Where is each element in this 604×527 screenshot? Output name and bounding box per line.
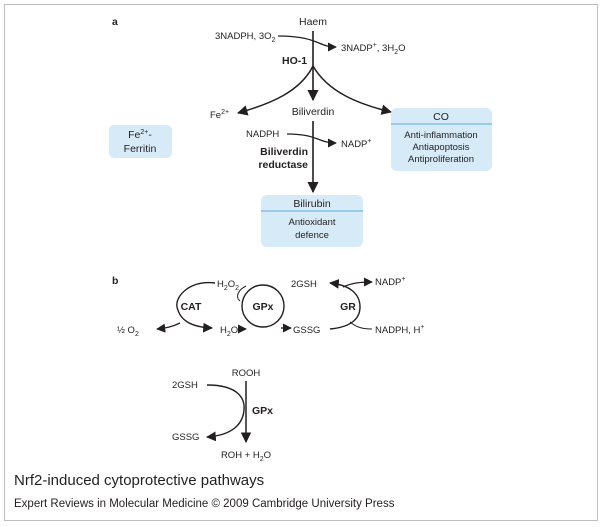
ferritin-box: Fe2+- Ferritin	[109, 125, 172, 158]
cat-label: CAT	[181, 301, 202, 313]
rooh-label: ROOH	[232, 368, 261, 379]
bvr-cofactor-arrow	[286, 133, 337, 148]
co-title: CO	[433, 111, 449, 123]
figure-credit: Expert Reviews in Molecular Medicine © 2…	[14, 498, 395, 510]
cat-o2-arrow	[156, 322, 181, 333]
nadph-label: NADPH	[246, 129, 279, 140]
co-box: CO Anti-inflammation Antiapoptosis Antip…	[391, 108, 492, 171]
figure-caption: Nrf2-induced cytoprotective pathways	[14, 472, 265, 489]
bvr-label-line2: reductase	[258, 159, 308, 171]
co-effect-3: Antiproliferation	[408, 154, 474, 165]
gr-label: GR	[340, 301, 356, 313]
roh-h2o-label: ROH + H2O	[221, 450, 271, 463]
h2o2-label: H2O2	[217, 279, 239, 292]
half-o2-label: ½ O2	[117, 325, 139, 338]
nadp-h2o-label: 3NADP+, 3H2O	[341, 42, 406, 56]
co-effect-2: Antiapoptosis	[412, 142, 469, 153]
two-gsh-2-label: 2GSH	[172, 380, 198, 391]
haem-label: Haem	[299, 16, 327, 28]
ho1-cofactor-arrow	[277, 35, 337, 52]
fe2-label: Fe2+	[210, 109, 229, 121]
ferritin-line2: Ferritin	[124, 143, 157, 155]
gsh-to-gssg-arrow	[206, 384, 245, 442]
haem-to-fe2-arrow	[236, 65, 314, 116]
nadph-h-label: NADPH, H+	[375, 324, 425, 336]
gr-nadp-arrow	[342, 277, 373, 288]
panel-a-label: a	[112, 16, 118, 28]
biliverdin-label: Biliverdin	[292, 106, 335, 118]
gpx-2-label: GPx	[252, 405, 273, 417]
gpx-in-tick	[237, 285, 247, 302]
h2o-label: H2O	[220, 325, 238, 338]
nadp-label: NADP+	[341, 138, 372, 150]
nadph-o2-label: 3NADPH, 3O2	[215, 31, 276, 44]
cat-cycle-arrow	[176, 282, 216, 333]
ho1-enzyme-label: HO-1	[282, 55, 307, 67]
panel-b-label: b	[112, 275, 118, 287]
gssg-label: GSSG	[293, 325, 320, 336]
bilirubin-effect-1: Antioxidant	[288, 217, 335, 228]
figure-frame	[4, 4, 598, 521]
gpx-cycle	[241, 284, 285, 328]
bilirubin-title: Bilirubin	[293, 198, 331, 210]
ferritin-box-bg	[109, 125, 172, 158]
bvr-label-line1: Biliverdin	[260, 146, 308, 158]
ferritin-line1: Fe2+-	[128, 129, 152, 141]
co-effect-1: Anti-inflammation	[404, 130, 477, 141]
gr-nadph-tick	[349, 321, 373, 330]
two-gsh-label: 2GSH	[291, 279, 317, 290]
gssg-2-label: GSSG	[172, 432, 199, 443]
haem-to-co-arrow	[312, 65, 393, 115]
bilirubin-effect-2: defence	[295, 230, 329, 241]
gpx-label: GPx	[252, 301, 273, 313]
gr-nadp-label: NADP+	[375, 276, 406, 288]
bilirubin-box: Bilirubin Antioxidant defence	[261, 195, 363, 247]
bilirubin-box-bg	[261, 195, 363, 247]
